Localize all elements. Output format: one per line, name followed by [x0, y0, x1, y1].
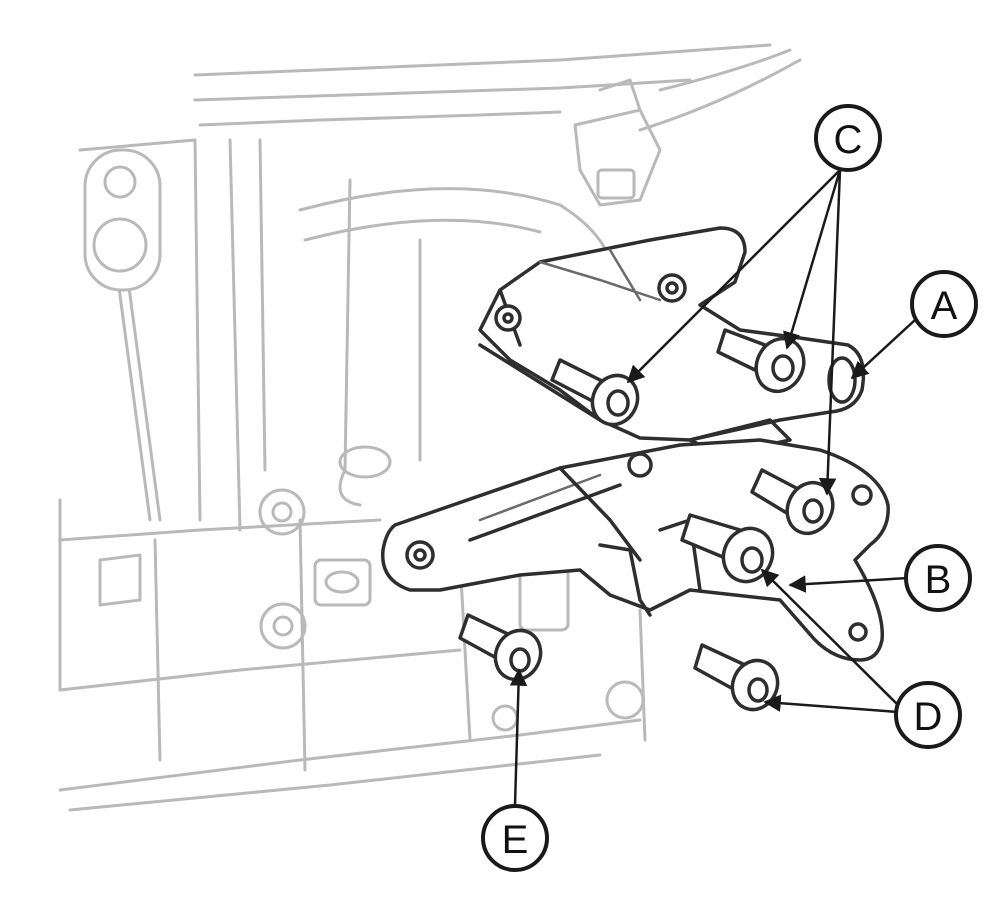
callout-b-label: B	[925, 558, 952, 602]
bolt-d-upper	[680, 513, 775, 584]
upper-bracket	[478, 226, 866, 457]
callout-a-label: A	[931, 284, 958, 328]
callout-a: A	[910, 270, 978, 338]
callout-c-label: C	[834, 118, 863, 162]
callout-e: E	[481, 804, 549, 872]
callout-b: B	[904, 544, 972, 612]
engine-block	[58, 43, 802, 812]
callout-e-label: E	[502, 818, 529, 862]
bolt-e	[458, 613, 543, 682]
callout-d-label: D	[914, 695, 943, 739]
bolt-c-left	[550, 358, 640, 427]
leader-lines	[509, 169, 916, 806]
bolt-c-top	[716, 328, 806, 394]
callout-d: D	[894, 681, 962, 749]
lower-bracket	[381, 438, 890, 662]
bolt-d-lower	[693, 643, 780, 712]
callout-c: C	[814, 104, 882, 172]
